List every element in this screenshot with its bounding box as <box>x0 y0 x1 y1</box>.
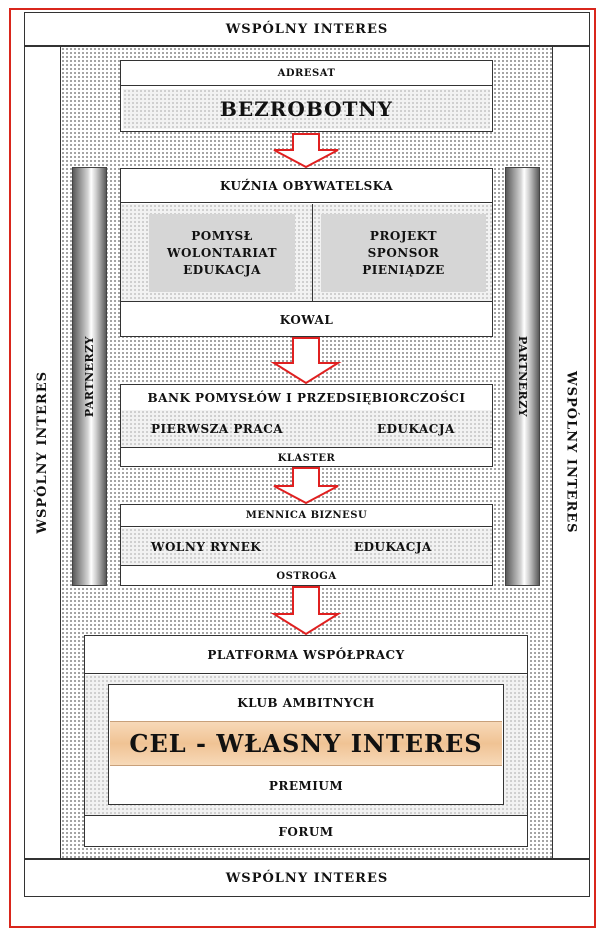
arrow-down-3 <box>273 467 339 505</box>
common-interest-top: WSPÓLNY INTERES <box>24 12 590 46</box>
adresat-header-label: ADRESAT <box>277 67 336 79</box>
kuznia-right-line: SPONSOR <box>367 245 440 260</box>
platforma-header-label: PLATFORMA WSPÓŁPRACY <box>207 647 405 662</box>
bank-body: PIERWSZA PRACA EDUKACJA <box>121 410 492 448</box>
common-interest-right-label: WSPÓLNY INTERES <box>563 371 579 534</box>
partners-left-pillar: PARTNERZY <box>72 167 107 586</box>
bank-footer-label: KLASTER <box>277 452 336 464</box>
adresat-main: BEZROBOTNY <box>123 89 490 129</box>
klub-header-label: KLUB AMBITNYCH <box>237 695 375 710</box>
kuznia-header-label: KUŹNIA OBYWATELSKA <box>219 178 394 193</box>
common-interest-bottom-label: WSPÓLNY INTERES <box>225 870 389 886</box>
mennica-block: MENNICA BIZNESU WOLNY RYNEK EDUKACJA OST… <box>120 504 493 586</box>
common-interest-left: WSPÓLNY INTERES <box>24 46 61 859</box>
common-interest-top-label: WSPÓLNY INTERES <box>225 21 389 37</box>
partners-right-pillar: PARTNERZY <box>505 167 540 586</box>
mennica-body: WOLNY RYNEK EDUKACJA <box>121 528 492 566</box>
platforma-footer-label: FORUM <box>278 825 334 839</box>
arrow-down-2 <box>270 337 342 385</box>
kuznia-divider <box>312 204 313 302</box>
common-interest-left-label: WSPÓLNY INTERES <box>35 371 50 534</box>
arrow-down-1 <box>273 133 339 169</box>
mennica-header-label: MENNICA BIZNESU <box>245 510 368 521</box>
klub-block: KLUB AMBITNYCH CEL - WŁASNY INTERES PREM… <box>108 684 504 805</box>
goal-banner: CEL - WŁASNY INTERES <box>110 721 502 766</box>
common-interest-right: WSPÓLNY INTERES <box>552 46 590 859</box>
bank-block: BANK POMYSŁÓW I PRZEDSIĘBIORCZOŚCI PIERW… <box>120 384 493 467</box>
platforma-header: PLATFORMA WSPÓŁPRACY <box>85 636 527 674</box>
kuznia-right-line: PROJEKT <box>369 228 438 243</box>
klub-header: KLUB AMBITNYCH <box>109 685 503 720</box>
mennica-footer-label: OSTROGA <box>276 571 337 582</box>
bank-header: BANK POMYSŁÓW I PRZEDSIĘBIORCZOŚCI <box>121 385 492 410</box>
adresat-block: ADRESAT BEZROBOTNY <box>120 60 493 132</box>
arrow-down-4 <box>270 586 342 636</box>
common-interest-bottom: WSPÓLNY INTERES <box>24 859 590 897</box>
partners-right-label: PARTNERZY <box>516 335 529 418</box>
kuznia-left-panel: POMYSŁ WOLONTARIAT EDUKACJA <box>149 214 295 292</box>
adresat-header: ADRESAT <box>121 61 492 86</box>
kuznia-right-panel: PROJEKT SPONSOR PIENIĄDZE <box>321 214 486 292</box>
kuznia-footer-label: KOWAL <box>279 312 334 327</box>
kuznia-right-line: PIENIĄDZE <box>362 262 445 277</box>
premium-label: PREMIUM <box>268 779 344 793</box>
bank-header-label: BANK POMYSŁÓW I PRZEDSIĘBIORCZOŚCI <box>147 390 466 405</box>
kuznia-header: KUŹNIA OBYWATELSKA <box>121 169 492 203</box>
goal-label: CEL - WŁASNY INTERES <box>129 729 483 758</box>
mennica-right-label: EDUKACJA <box>354 540 432 554</box>
platforma-block: PLATFORMA WSPÓŁPRACY KLUB AMBITNYCH CEL … <box>84 635 528 847</box>
platforma-body: KLUB AMBITNYCH CEL - WŁASNY INTERES PREM… <box>85 675 527 816</box>
mennica-header: MENNICA BIZNESU <box>121 505 492 527</box>
platforma-footer: FORUM <box>85 817 527 847</box>
bank-footer: KLASTER <box>121 449 492 467</box>
bank-right-label: EDUKACJA <box>377 422 455 436</box>
kuznia-body: POMYSŁ WOLONTARIAT EDUKACJA PROJEKT SPON… <box>121 204 492 302</box>
premium-row: PREMIUM <box>109 767 503 805</box>
kuznia-footer: KOWAL <box>121 303 492 336</box>
adresat-main-label: BEZROBOTNY <box>220 97 393 121</box>
bank-left-label: PIERWSZA PRACA <box>151 422 284 436</box>
kuznia-block: KUŹNIA OBYWATELSKA POMYSŁ WOLONTARIAT ED… <box>120 168 493 337</box>
mennica-footer: OSTROGA <box>121 567 492 586</box>
kuznia-left-line: EDUKACJA <box>183 262 261 277</box>
kuznia-left-line: POMYSŁ <box>191 228 253 243</box>
partners-left-label: PARTNERZY <box>83 335 96 418</box>
kuznia-left-line: WOLONTARIAT <box>166 245 278 260</box>
mennica-left-label: WOLNY RYNEK <box>151 540 262 554</box>
